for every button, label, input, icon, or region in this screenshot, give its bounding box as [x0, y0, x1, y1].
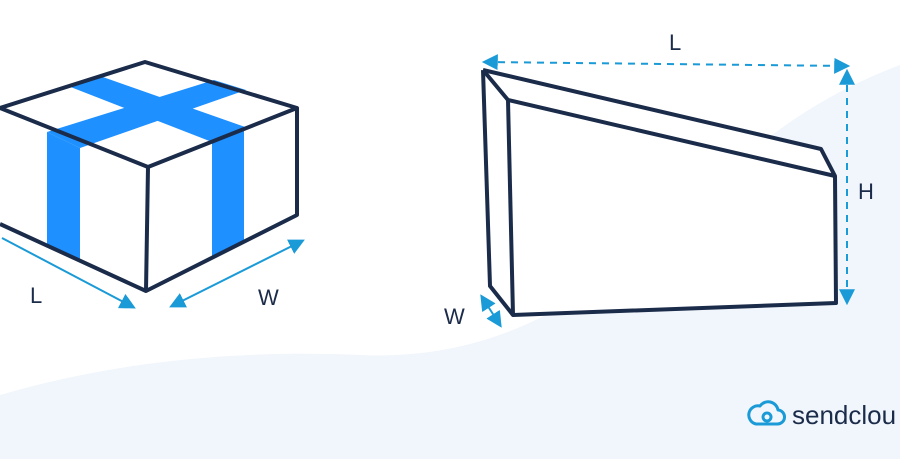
wedge-width-label: W — [444, 304, 465, 329]
ribbon-top-b — [47, 80, 246, 148]
box-length-label: L — [30, 283, 42, 308]
box-front-edge — [144, 166, 150, 292]
ribbon-left-face — [47, 132, 80, 261]
box-length-arrow — [1, 237, 136, 309]
wedge-front-left-edge — [506, 99, 515, 316]
wedge-width-arrow — [480, 294, 502, 328]
box-outline — [0, 60, 299, 293]
wedge-front-face — [508, 100, 836, 315]
wedge-length-arrow — [481, 54, 851, 74]
wedge-package — [481, 68, 838, 317]
wedge-top-face — [483, 70, 835, 176]
brand-name: sendclou — [792, 400, 896, 430]
box-width-arrow — [169, 239, 305, 308]
brand-logo: sendclou — [747, 400, 896, 430]
wedge-outline — [481, 68, 838, 317]
ribbon-right-face — [212, 129, 244, 256]
package-box — [0, 60, 299, 293]
background-wave — [0, 65, 900, 459]
wedge-height-label: H — [858, 179, 874, 204]
wedge-length-label: L — [669, 30, 681, 55]
cloud-logo-icon — [747, 400, 786, 426]
box-width-label: W — [258, 285, 279, 310]
